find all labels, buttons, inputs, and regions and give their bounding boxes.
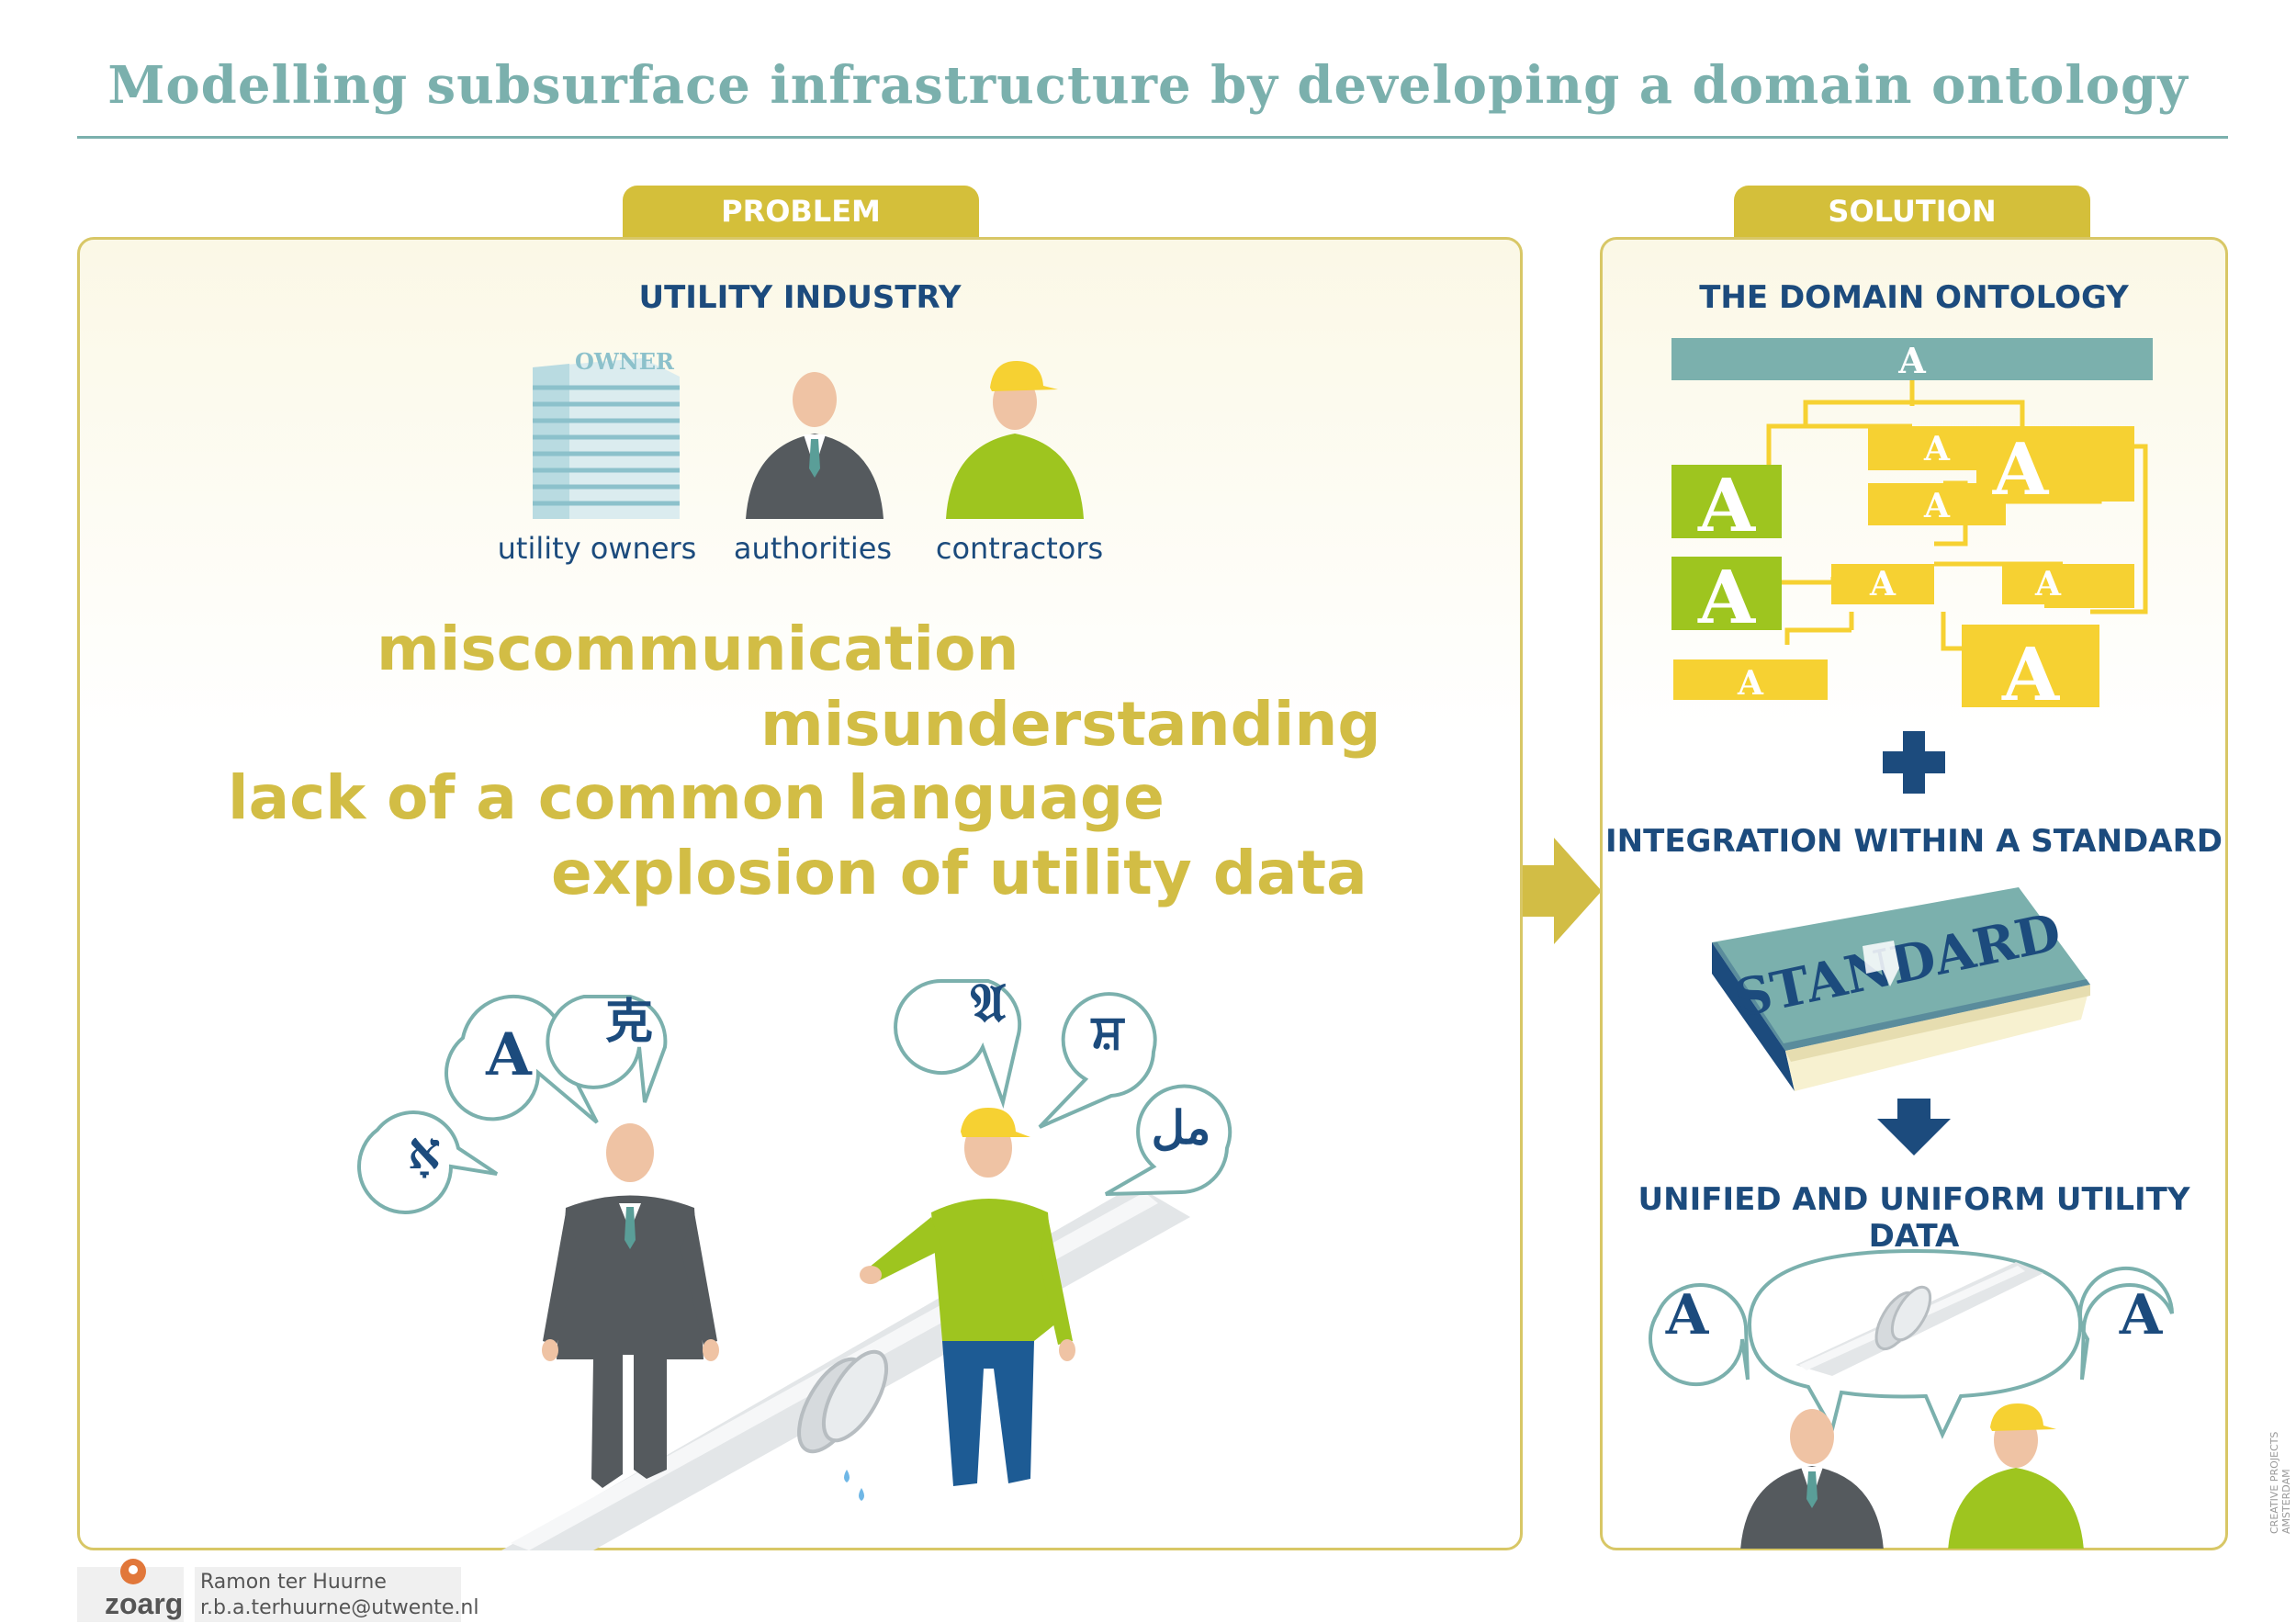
integration-heading: INTEGRATION WITHIN A STANDARD xyxy=(1605,823,2223,860)
issue-miscommunication: miscommunication xyxy=(377,614,1019,684)
owner-sign: OWNER xyxy=(575,348,675,375)
svg-text:A: A xyxy=(1923,430,1951,468)
bubble-hebrew xyxy=(357,1110,499,1214)
unified-glyph-right: A xyxy=(2119,1283,2164,1347)
author-name: Ramon ter Huurne xyxy=(200,1571,387,1594)
actor-label-utility-owners: utility owners xyxy=(497,531,697,566)
zoarg-logo-text: zoarg xyxy=(105,1587,184,1620)
svg-text:A: A xyxy=(1697,554,1756,640)
utility-industry-heading: UTILITY INDUSTRY xyxy=(638,279,962,316)
glyph-hebrew: אָ xyxy=(408,1121,441,1181)
bubble-arabic xyxy=(1105,1084,1232,1196)
logo-box: zoarg xyxy=(77,1559,184,1622)
businessman-icon xyxy=(542,1123,719,1488)
issue-lack-of-common-language: lack of a common language xyxy=(228,762,1165,833)
unified-glyph-left: A xyxy=(1665,1283,1710,1347)
glyph-chinese: 克 xyxy=(605,994,653,1050)
svg-text:A: A xyxy=(1869,565,1896,603)
actor-label-contractors: contractors xyxy=(935,531,1104,566)
actors-illustration: OWNER xyxy=(533,348,1084,519)
glyph-gurmukhi: ਸ਼ xyxy=(1090,1003,1126,1059)
miscommunication-scene: אָ A 克 𝔄 ਸ਼ مل xyxy=(357,972,1232,1550)
contractor-person-icon xyxy=(946,360,1084,519)
contact-box: Ramon ter Huurne r.b.a.terhuurne@utwente… xyxy=(195,1567,479,1622)
ontology-root-bar xyxy=(1671,338,2153,380)
authority-person-icon xyxy=(746,372,884,519)
unified-businessman-icon xyxy=(1740,1409,1884,1549)
svg-text:A: A xyxy=(1923,487,1951,525)
bubble-left xyxy=(1649,1283,1750,1387)
domain-ontology-heading: THE DOMAIN ONTOLOGY xyxy=(1699,279,2129,316)
speech-bubbles xyxy=(357,978,1232,1214)
pipe-in-bubble-icon xyxy=(1795,1262,2043,1376)
bubble-right xyxy=(2078,1266,2174,1381)
bubble-gurmukhi xyxy=(1038,992,1157,1129)
svg-text:A: A xyxy=(1697,462,1756,548)
unified-communication-scene: A A xyxy=(1649,1248,2174,1549)
svg-text:A: A xyxy=(2001,631,2060,713)
plus-icon xyxy=(1883,731,1945,794)
ontology-diagram: A A A A A A A A A A xyxy=(1671,338,2153,713)
svg-text:A: A xyxy=(1992,428,2050,512)
unified-data-heading: UNIFIED AND UNIFORM UTILITY DATA xyxy=(1638,1181,2190,1255)
actor-label-authorities: authorities xyxy=(733,531,893,566)
contractor-icon xyxy=(860,1108,1075,1486)
office-building-icon: OWNER xyxy=(533,348,680,519)
page-title: Modelling subsurface infrastructure by d… xyxy=(107,55,2189,116)
solution-tab: SOLUTION xyxy=(1734,186,2090,239)
shared-speech-bubble xyxy=(1747,1248,2083,1439)
standard-book-icon: STANDARD xyxy=(1712,887,2090,1091)
problem-tab: PROBLEM xyxy=(623,186,979,239)
problem-to-solution-arrow-icon xyxy=(1523,838,1602,944)
title-divider xyxy=(77,136,2228,139)
ontology-root-glyph: A xyxy=(1897,340,1926,381)
zoarg-logo-icon xyxy=(120,1559,146,1584)
glyph-latin: A xyxy=(485,1020,533,1089)
glyph-fraktur: 𝔄 xyxy=(971,972,1007,1034)
glyph-arabic: مل xyxy=(1152,1100,1211,1155)
issue-misunderstanding: misunderstanding xyxy=(760,689,1381,760)
credit-text: CREATIVE PROJECTS AMSTERDAM xyxy=(2268,1431,2292,1534)
down-arrow-icon xyxy=(1877,1099,1951,1155)
issue-explosion-of-data: explosion of utility data xyxy=(551,838,1367,908)
ontology-classes xyxy=(1671,426,2099,707)
unified-contractor-icon xyxy=(1948,1403,2084,1549)
author-email[interactable]: r.b.a.terhuurne@utwente.nl xyxy=(200,1596,479,1619)
svg-text:A: A xyxy=(1737,664,1764,703)
bubble-chinese xyxy=(546,995,668,1103)
bubble-fraktur xyxy=(894,978,1022,1110)
svg-text:A: A xyxy=(2034,565,2062,603)
